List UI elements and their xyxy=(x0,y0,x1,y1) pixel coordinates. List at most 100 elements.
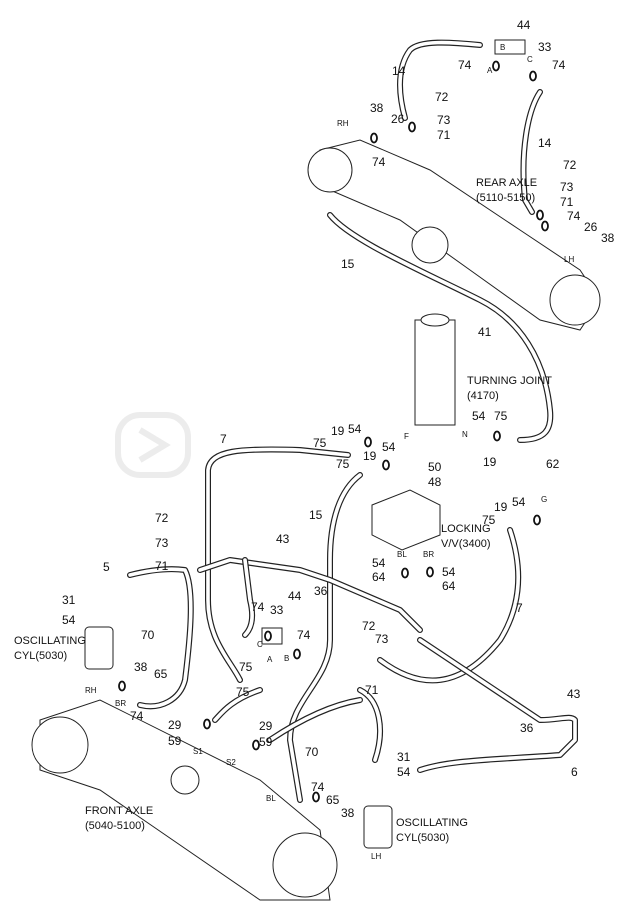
callout-label: 26 xyxy=(391,112,405,126)
callout-label: 71 xyxy=(437,128,451,142)
hose-inner xyxy=(198,558,422,632)
components xyxy=(31,39,601,901)
callout-label: 15 xyxy=(309,508,323,522)
callout-label: 74 xyxy=(552,58,566,72)
callout-label: 72 xyxy=(155,511,169,525)
hydraulic-hose xyxy=(267,697,363,743)
callout-label: RH xyxy=(337,119,349,128)
callout-label: 43 xyxy=(276,532,290,546)
callout-label: 29 xyxy=(168,718,182,732)
callout-label: 75 xyxy=(313,436,327,450)
o-ring xyxy=(493,430,501,442)
callout-label: 74 xyxy=(311,780,325,794)
callout-label: 7 xyxy=(220,432,227,446)
callout-label: 6 xyxy=(571,765,578,779)
o-ring xyxy=(364,436,372,448)
callout-label: 19 xyxy=(494,500,508,514)
callout-label: 75 xyxy=(336,457,350,471)
o-ring xyxy=(408,121,416,133)
assembly-label-turning-joint: (4170) xyxy=(467,390,499,402)
callout-label: BL xyxy=(266,794,276,803)
callout-label: 71 xyxy=(560,195,574,209)
o-ring xyxy=(536,209,544,221)
callout-label: F xyxy=(404,432,409,441)
callout-label: 43 xyxy=(567,687,581,701)
turning-joint-top xyxy=(420,313,450,327)
hose-inner xyxy=(128,567,193,708)
callout-label: 38 xyxy=(601,231,615,245)
callout-label: 31 xyxy=(397,750,411,764)
callout-label: 44 xyxy=(288,589,302,603)
callout-label: 64 xyxy=(442,579,456,593)
callout-label: 38 xyxy=(370,101,384,115)
callout-label: 71 xyxy=(155,559,169,573)
callout-label: 54 xyxy=(397,765,411,779)
callout-label: 70 xyxy=(305,745,319,759)
callout-label: 33 xyxy=(270,603,284,617)
watermark-logo-frame xyxy=(115,412,191,478)
callout-label: 54 xyxy=(382,440,396,454)
locking-valve-body xyxy=(371,489,441,551)
callout-label: 65 xyxy=(326,793,340,807)
callout-label: 38 xyxy=(341,806,355,820)
o-ring xyxy=(370,132,378,144)
callout-label: 50 xyxy=(428,460,442,474)
callout-label: 7 xyxy=(516,601,523,615)
o-ring xyxy=(264,630,272,642)
callout-label: 14 xyxy=(538,136,552,150)
assembly-label-front-axle: FRONT AXLE xyxy=(85,805,153,817)
callout-label: 75 xyxy=(482,513,496,527)
callout-label: G xyxy=(541,495,547,504)
callout-label: B xyxy=(500,43,505,52)
o-ring xyxy=(118,680,126,692)
callout-label: 54 xyxy=(472,409,486,423)
callout-label: 74 xyxy=(251,600,265,614)
callout-label: 59 xyxy=(168,734,182,748)
callout-label: A xyxy=(267,655,273,664)
callout-label: 44 xyxy=(517,18,531,32)
callout-label: 14 xyxy=(392,64,406,78)
assembly-label-front-axle: (5040-5100) xyxy=(85,820,145,832)
callout-label: 71 xyxy=(365,683,379,697)
callout-label: 5 xyxy=(103,560,110,574)
assembly-label-oscillating-cyl-lh: OSCILLATING xyxy=(396,817,468,829)
o-ring xyxy=(529,70,537,82)
callout-label: BR xyxy=(115,699,126,708)
callout-label: 74 xyxy=(458,58,472,72)
callout-label: BL xyxy=(397,550,407,559)
hose-inner xyxy=(378,528,520,683)
callout-label: 73 xyxy=(437,113,451,127)
callout-label: 75 xyxy=(236,685,250,699)
callout-label: N xyxy=(462,430,468,439)
rear-axle-hub xyxy=(549,274,601,326)
callout-label: 33 xyxy=(538,40,552,54)
hydraulic-hose xyxy=(397,39,483,121)
callout-label: 41 xyxy=(478,325,492,339)
hose-inner xyxy=(521,90,542,214)
o-ring xyxy=(541,220,549,232)
callout-label: 19 xyxy=(363,449,377,463)
callout-label: 54 xyxy=(348,422,362,436)
callout-label: 36 xyxy=(520,721,534,735)
callout-label: 48 xyxy=(428,475,442,489)
callout-label: 15 xyxy=(341,257,355,271)
callout-label: B xyxy=(284,654,289,663)
o-ring xyxy=(426,566,434,578)
o-ring xyxy=(492,60,500,72)
callout-label: S1 xyxy=(193,747,203,756)
rear-differential xyxy=(411,226,449,264)
front-axle-hub xyxy=(31,716,89,774)
callout-label: 31 xyxy=(62,593,76,607)
tee-fitting xyxy=(494,39,526,55)
callout-label: A xyxy=(487,66,493,75)
assembly-label-oscillating-cyl-rh: OSCILLATING xyxy=(14,635,86,647)
o-ring xyxy=(293,648,301,660)
turning-joint-body xyxy=(414,319,456,426)
watermark-logo-chevron xyxy=(138,427,171,463)
o-ring xyxy=(252,739,260,751)
callout-label: 72 xyxy=(435,90,449,104)
rear-axle-hub xyxy=(307,147,353,193)
front-axle-hub xyxy=(272,832,338,898)
callout-label: 73 xyxy=(375,632,389,646)
